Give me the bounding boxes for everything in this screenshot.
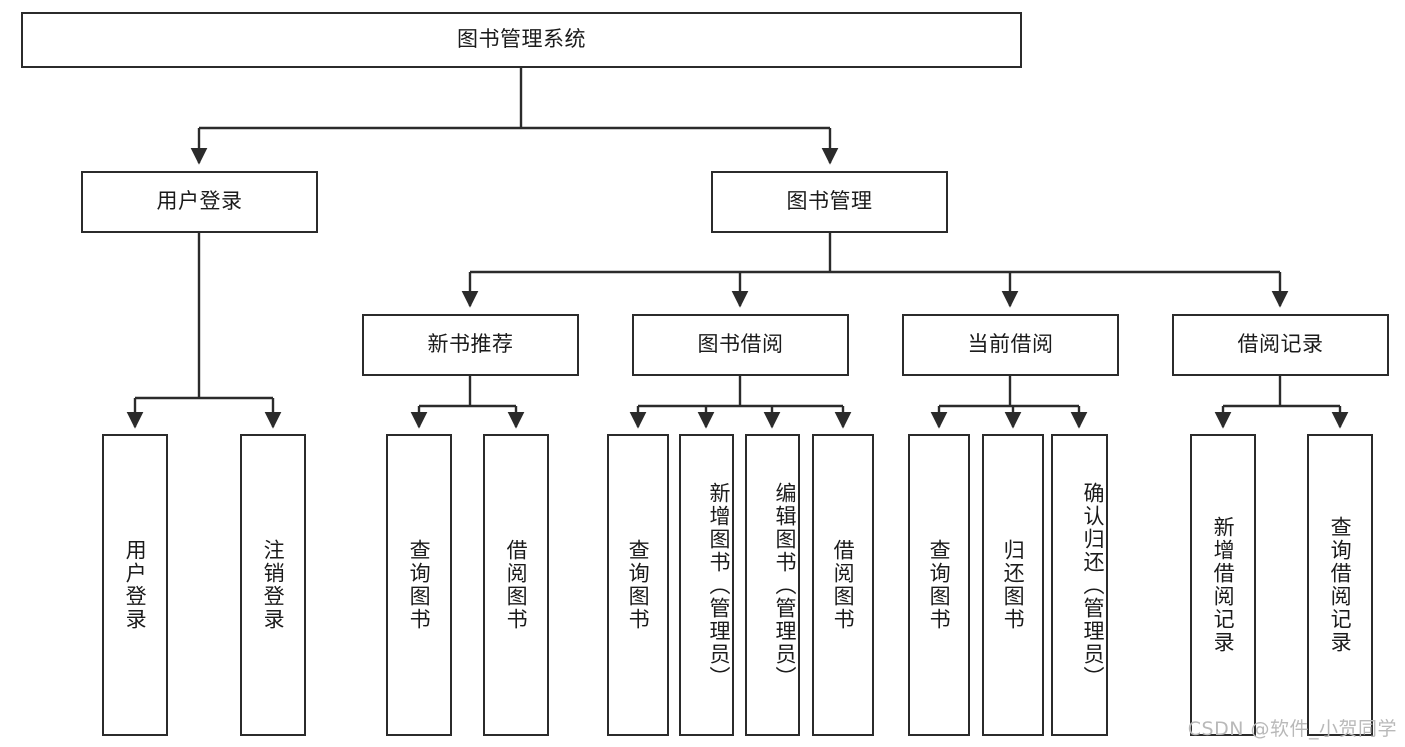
node-leaf-confirm-return[interactable]: 确认归还（管理员） (1051, 434, 1108, 736)
node-leaf-query-record[interactable]: 查询借阅记录 (1307, 434, 1373, 736)
node-leaf-add-book[interactable]: 新增图书（管理员） (679, 434, 734, 736)
node-leaf-borrow-book-label: 借阅图书 (831, 539, 856, 631)
node-new-book-recommend-label: 新书推荐 (427, 332, 514, 357)
node-leaf-query-record-label: 查询借阅记录 (1328, 516, 1353, 654)
node-current-borrow-label: 当前借阅 (967, 332, 1054, 357)
node-leaf-add-record-label: 新增借阅记录 (1211, 516, 1236, 654)
node-leaf-borrow-book[interactable]: 借阅图书 (812, 434, 874, 736)
node-leaf-confirm-return-label: 确认归还（管理员） (1081, 481, 1105, 689)
node-borrow-records-label: 借阅记录 (1237, 332, 1324, 357)
node-leaf-add-book-label: 新增图书（管理员） (707, 481, 731, 689)
node-root-label: 图书管理系统 (457, 27, 586, 52)
node-user-login-label: 用户登录 (156, 189, 243, 214)
node-leaf-borrow-book-rec-label: 借阅图书 (504, 539, 529, 631)
node-leaf-query-book-borrow[interactable]: 查询图书 (607, 434, 669, 736)
node-leaf-query-book-rec-label: 查询图书 (407, 539, 432, 631)
node-leaf-user-login-label: 用户登录 (123, 539, 148, 631)
node-leaf-query-book-rec[interactable]: 查询图书 (386, 434, 452, 736)
node-leaf-logout-label: 注销登录 (261, 539, 286, 631)
node-leaf-user-login[interactable]: 用户登录 (102, 434, 168, 736)
node-current-borrow[interactable]: 当前借阅 (902, 314, 1119, 376)
node-book-borrow[interactable]: 图书借阅 (632, 314, 849, 376)
node-leaf-add-record[interactable]: 新增借阅记录 (1190, 434, 1256, 736)
node-book-borrow-label: 图书借阅 (697, 332, 784, 357)
node-new-book-recommend[interactable]: 新书推荐 (362, 314, 579, 376)
node-leaf-borrow-book-rec[interactable]: 借阅图书 (483, 434, 549, 736)
node-leaf-query-book-current[interactable]: 查询图书 (908, 434, 970, 736)
node-leaf-query-book-borrow-label: 查询图书 (626, 539, 651, 631)
node-leaf-logout[interactable]: 注销登录 (240, 434, 306, 736)
node-leaf-edit-book-label: 编辑图书（管理员） (773, 481, 797, 689)
node-leaf-return-book[interactable]: 归还图书 (982, 434, 1044, 736)
node-leaf-return-book-label: 归还图书 (1001, 539, 1026, 631)
node-leaf-edit-book[interactable]: 编辑图书（管理员） (745, 434, 800, 736)
node-leaf-query-book-current-label: 查询图书 (927, 539, 952, 631)
node-user-login[interactable]: 用户登录 (81, 171, 318, 233)
node-borrow-records[interactable]: 借阅记录 (1172, 314, 1389, 376)
csdn-watermark: CSDN @软件_小贺同学 (1187, 718, 1397, 740)
node-book-management-label: 图书管理 (786, 189, 873, 214)
node-book-management[interactable]: 图书管理 (711, 171, 948, 233)
node-root[interactable]: 图书管理系统 (21, 12, 1022, 68)
